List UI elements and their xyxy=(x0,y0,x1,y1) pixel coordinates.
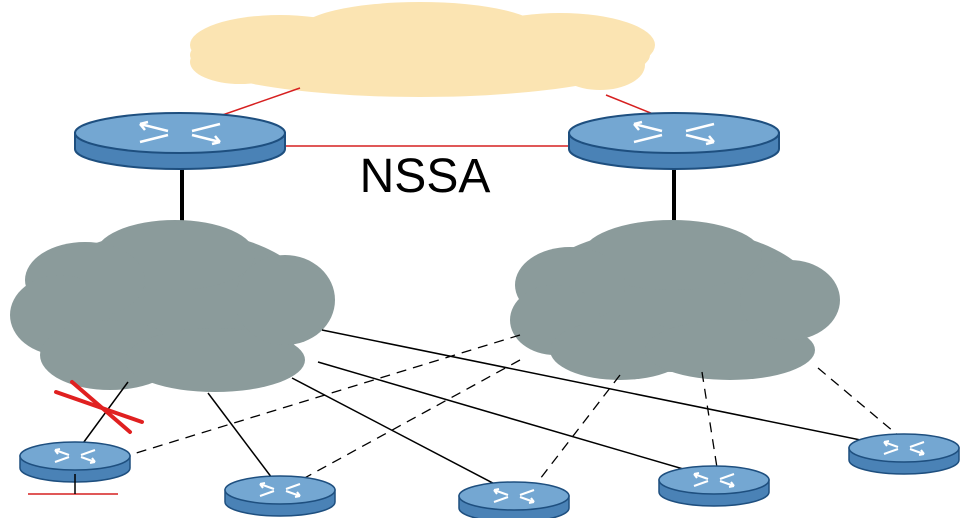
router-icon-bottom-2 xyxy=(224,475,336,517)
left-network-cloud-icon xyxy=(10,220,335,392)
solid-links xyxy=(77,329,891,493)
right-network-cloud-icon xyxy=(510,220,840,380)
uplinks xyxy=(180,165,676,222)
area-label: NSSA xyxy=(360,150,491,203)
router-icon-bottom-3 xyxy=(458,481,570,518)
failure-x-icon xyxy=(54,380,144,434)
router-icon-abr-left xyxy=(73,111,287,171)
dashed-links xyxy=(119,334,907,493)
backbone-cloud-icon xyxy=(190,2,655,97)
router-icon-abr-right xyxy=(567,111,781,171)
router-icon-bottom-5 xyxy=(848,433,960,475)
router-icon-bottom-4 xyxy=(658,465,770,507)
stub-network-link xyxy=(28,474,118,495)
